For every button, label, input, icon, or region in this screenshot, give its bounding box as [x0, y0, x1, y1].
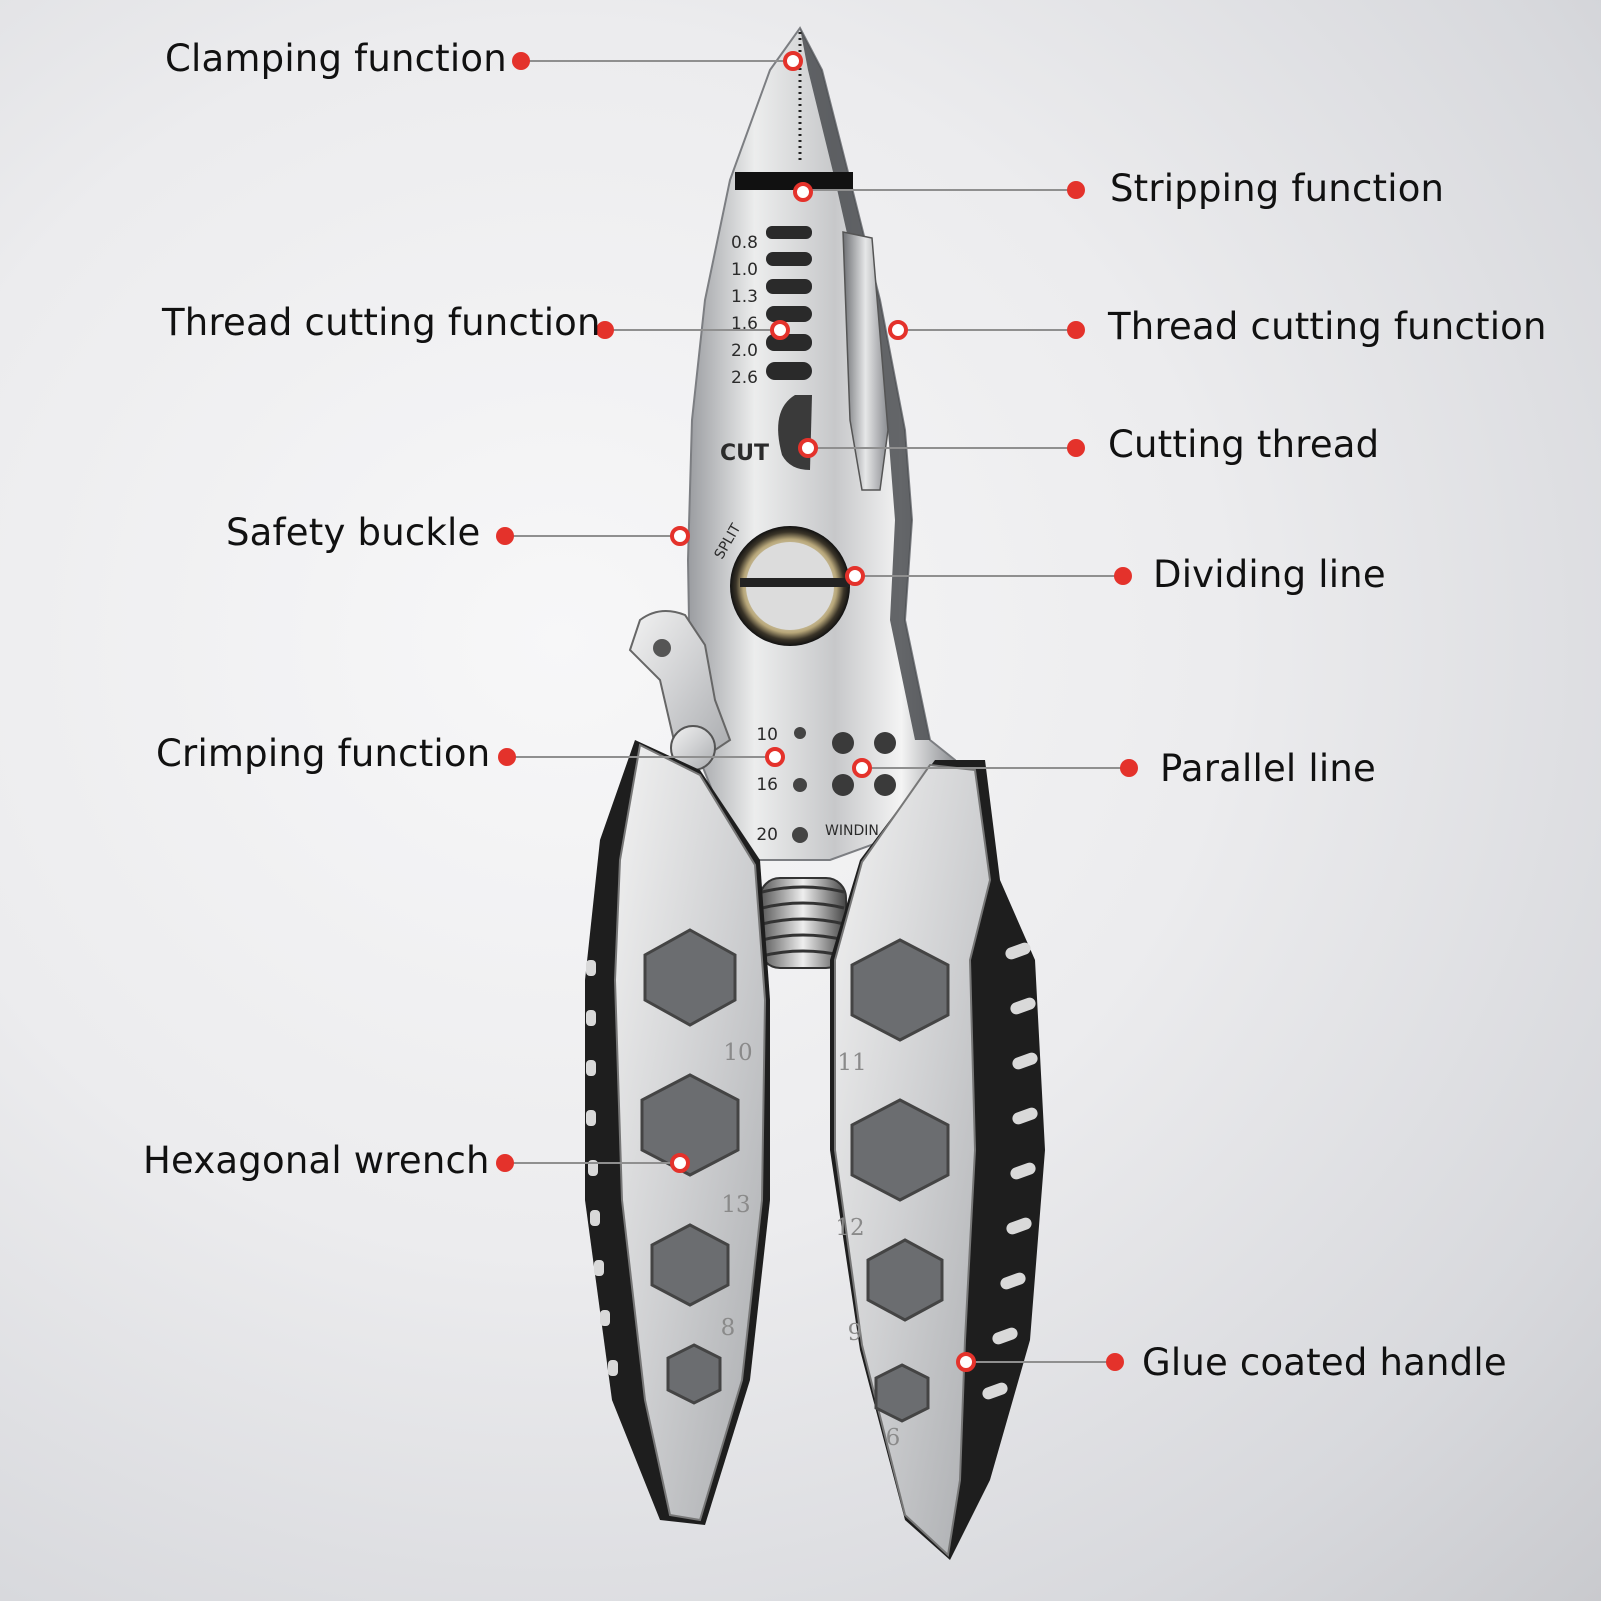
right-handle: 11 12 9 6: [830, 760, 1045, 1560]
wrench-size: 9: [848, 1320, 863, 1346]
callout-anchor: [845, 566, 865, 586]
callout-dot: [1120, 759, 1138, 777]
cutting-blade: [842, 231, 889, 491]
winding-engraving: WINDIN: [825, 823, 879, 839]
gauge-label: 1.3: [731, 287, 758, 307]
left-handle: 10 13 8: [585, 740, 770, 1525]
crimp-label: 16: [756, 775, 778, 795]
callout-lines: [505, 60, 1129, 1363]
callout-dot: [1067, 181, 1085, 199]
right-hex-holes: [850, 938, 950, 1423]
gauge-label: 2.0: [731, 341, 758, 361]
label-dividing-line: Dividing line: [1153, 553, 1386, 596]
wrench-size: 12: [835, 1215, 864, 1241]
stripping-notches: [766, 226, 812, 380]
parallel-holes: [832, 732, 896, 796]
callout-dot: [596, 321, 614, 339]
wrench-size: 6: [886, 1425, 901, 1451]
label-glue-coated-handle: Glue coated handle: [1142, 1341, 1507, 1384]
plier-head: 0.8 1.0 1.3 1.6 2.0 2.6 CUT SPLIT 10 16 …: [628, 26, 957, 861]
crimping-notches: [792, 727, 808, 843]
safety-buckle-hole: [653, 639, 671, 657]
wrench-size: 10: [723, 1040, 752, 1066]
wrench-size: 11: [837, 1050, 866, 1076]
callout-anchor: [852, 758, 872, 778]
callout-anchor: [765, 747, 785, 767]
callout-anchor: [956, 1352, 976, 1372]
callout-dot: [1067, 321, 1085, 339]
callout-anchor: [670, 526, 690, 546]
gauge-label: 2.6: [731, 368, 758, 388]
label-hexagonal-wrench: Hexagonal wrench: [143, 1139, 490, 1182]
right-grip-ribs: [982, 942, 1038, 1400]
callout-dot: [1106, 1353, 1124, 1371]
label-thread-cutting-right: Thread cutting function: [1108, 305, 1547, 348]
label-cutting-thread: Cutting thread: [1108, 423, 1380, 466]
callout-anchor: [670, 1153, 690, 1173]
cut-engraving: CUT: [720, 441, 769, 466]
callout-dots: [496, 51, 1138, 1372]
callout-anchor: [798, 438, 818, 458]
jaw-right-dark-edge: [800, 28, 930, 740]
gauge-label: 0.8: [731, 233, 758, 253]
stripping-slot: [735, 172, 853, 190]
label-thread-cutting-left: Thread cutting function: [162, 301, 601, 344]
callout-dot: [512, 52, 530, 70]
callout-dot: [498, 748, 516, 766]
callout-dot: [496, 527, 514, 545]
crimp-size-labels: 10 16 20: [756, 725, 778, 845]
callout-dot: [1067, 439, 1085, 457]
callout-anchor: [793, 182, 813, 202]
label-parallel-line: Parallel line: [1160, 747, 1376, 790]
label-clamping-function: Clamping function: [165, 37, 507, 80]
gauge-label: 1.0: [731, 260, 758, 280]
left-hex-holes: [640, 928, 740, 1405]
callout-anchor: [770, 320, 790, 340]
wrench-size: 13: [721, 1192, 750, 1218]
label-stripping-function: Stripping function: [1110, 167, 1445, 210]
crimp-label: 20: [756, 825, 778, 845]
label-crimping-function: Crimping function: [156, 732, 491, 775]
crimp-label: 10: [756, 725, 778, 745]
callout-dot: [496, 1154, 514, 1172]
label-safety-buckle: Safety buckle: [226, 511, 481, 554]
wrench-size: 8: [721, 1315, 736, 1341]
callout-dot: [1114, 567, 1132, 585]
callout-anchor: [888, 320, 908, 340]
dividing-slot: [740, 578, 850, 587]
callout-anchor: [783, 51, 803, 71]
